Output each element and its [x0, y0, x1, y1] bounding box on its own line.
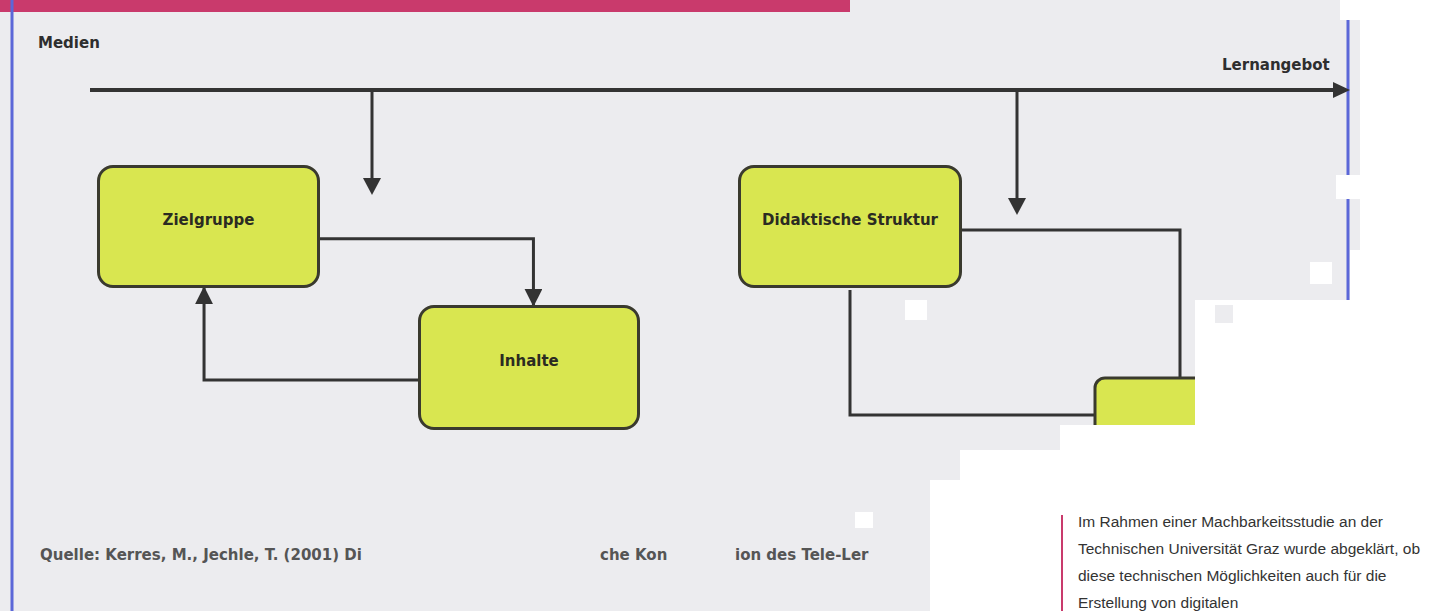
body-text: Im Rahmen einer Machbarkeitsstudie an de… [1078, 508, 1426, 611]
arrow-head [363, 178, 381, 195]
pixel-block [1336, 175, 1360, 199]
connector-line [850, 290, 1095, 415]
down-arrow [1016, 90, 1019, 200]
axis-label: Lernangebot [1222, 56, 1330, 74]
connector-line [962, 230, 1180, 380]
text-rule [1061, 515, 1063, 611]
axis-label: Medien [38, 34, 100, 52]
feedback-arrow [204, 288, 418, 380]
source-note: che Kon [600, 546, 667, 564]
arrow-head [1333, 82, 1350, 98]
pixel-block [855, 512, 873, 528]
down-arrow [371, 90, 374, 180]
slide-edge [11, 0, 14, 611]
pixel-block [1310, 262, 1332, 284]
pixel-block [905, 300, 927, 320]
box-label: Inhalte [499, 351, 559, 371]
pixel-block [1340, 0, 1362, 20]
feedback-arrow [320, 239, 533, 305]
title-bar [0, 0, 850, 12]
box-label: Zielgruppe [163, 210, 255, 230]
source-note: ion des Tele-Ler [735, 546, 869, 564]
media-line [90, 88, 1335, 92]
source-note: Quelle: Kerres, M., Jechle, T. (2001) Di [40, 546, 362, 564]
box-label: Didaktische Struktur [762, 210, 938, 230]
process-box: Inhalte [418, 305, 640, 430]
pixel-block [1215, 305, 1233, 323]
process-box: Zielgruppe [97, 165, 320, 288]
arrow-head [1008, 198, 1026, 215]
process-box: Didaktische Struktur [738, 165, 962, 288]
